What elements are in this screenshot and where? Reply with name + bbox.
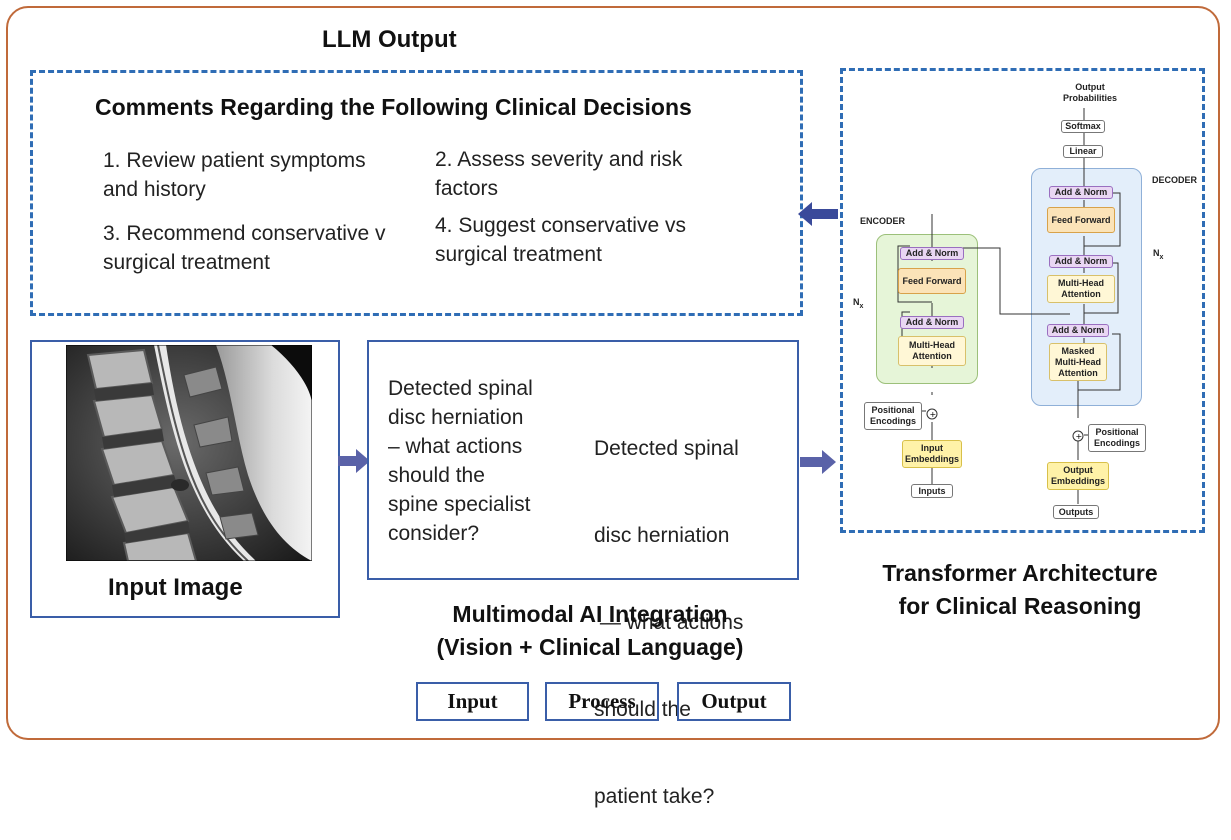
nx-text: N bbox=[853, 297, 860, 307]
decoder-masked-multi-head-attention: Masked Multi-Head Attention bbox=[1049, 343, 1107, 381]
nx-text: N bbox=[1153, 248, 1160, 258]
output-pill: Output bbox=[677, 682, 791, 721]
question-patient-line: — what actions bbox=[594, 611, 744, 634]
decision-1-line2: and history bbox=[103, 178, 206, 201]
question-patient-line: should the bbox=[594, 698, 691, 721]
decoder-label: DECODER bbox=[1152, 175, 1198, 185]
mri-image bbox=[66, 345, 312, 561]
enc-mha-line1: Multi-Head bbox=[909, 340, 955, 350]
question-patient-line: disc herniation bbox=[594, 524, 730, 547]
decision-2: 2. Assess severity and risk factors bbox=[435, 145, 682, 203]
process-pill: Process bbox=[545, 682, 659, 721]
question-specialist-line: disc herniation bbox=[388, 406, 524, 429]
question-patient-line: patient take? bbox=[594, 785, 715, 808]
decoder-feed-forward: Feed Forward bbox=[1047, 207, 1115, 233]
question-specialist-line: should the bbox=[388, 464, 485, 487]
outer-frame bbox=[6, 6, 1220, 740]
decoder-add-norm-1: Add & Norm bbox=[1047, 324, 1109, 337]
out-emb-line2: Embeddings bbox=[1050, 476, 1105, 486]
transformer-title-line1: Transformer Architecture bbox=[882, 560, 1158, 586]
linear-box: Linear bbox=[1063, 145, 1103, 158]
decision-4: 4. Suggest conservative vs surgical trea… bbox=[435, 211, 686, 269]
transformer-title: Transformer Architecture for Clinical Re… bbox=[850, 557, 1190, 623]
question-specialist-line: Detected spinal bbox=[388, 377, 533, 400]
arrow-process-to-transformer bbox=[800, 450, 836, 474]
encoder-add-norm-1: Add & Norm bbox=[900, 316, 964, 329]
svg-text:+: + bbox=[1076, 432, 1083, 441]
pos-line1: Positional bbox=[1095, 427, 1139, 437]
question-patient-line: Detected spinal bbox=[594, 437, 739, 460]
outputs-box: Outputs bbox=[1053, 505, 1099, 519]
decision-3-line1: 3. Recommend conservative v bbox=[103, 222, 386, 245]
inputs-box: Inputs bbox=[911, 484, 953, 498]
decision-4-line1: 4. Suggest conservative vs bbox=[435, 214, 686, 237]
question-specialist-line: – what actions bbox=[388, 435, 523, 458]
out-emb-line1: Output bbox=[1063, 465, 1093, 475]
question-specialist-line: spine specialist bbox=[388, 493, 531, 516]
masked-mha-line2: Multi-Head bbox=[1055, 356, 1101, 367]
in-emb-line1: Input bbox=[921, 443, 943, 453]
masked-mha-line3: Attention bbox=[1058, 367, 1098, 378]
svg-text:+: + bbox=[930, 410, 937, 419]
transformer-box bbox=[840, 68, 1205, 533]
decoder-nx: Nx bbox=[1153, 248, 1163, 261]
decision-1: 1. Review patient symptoms and history bbox=[103, 146, 366, 204]
question-specialist-line: consider? bbox=[388, 522, 480, 545]
decision-3-line2: surgical treatment bbox=[103, 251, 270, 274]
encoder-multi-head-attention: Multi-Head Attention bbox=[898, 336, 966, 366]
output-probabilities-line2: Probabilities bbox=[1062, 93, 1117, 103]
decision-3: 3. Recommend conservative v surgical tre… bbox=[103, 219, 385, 277]
pos-line2: Encodings bbox=[1093, 438, 1140, 448]
transformer-title-line2: for Clinical Reasoning bbox=[898, 593, 1142, 619]
pos-line2: Encodings bbox=[869, 416, 916, 426]
encoder-positional-encodings: Positional Encodings bbox=[864, 402, 922, 430]
decision-2-line2: factors bbox=[435, 177, 499, 200]
multimodal-title: Multimodal AI Integration (Vision + Clin… bbox=[420, 598, 760, 664]
output-probabilities-line1: Output bbox=[1075, 82, 1105, 92]
llm-output-box bbox=[30, 70, 803, 316]
decoder-positional-encodings: Positional Encodings bbox=[1088, 424, 1146, 452]
decision-1-line1: 1. Review patient symptoms bbox=[103, 149, 366, 172]
input-embeddings: Input Embeddings bbox=[902, 440, 962, 468]
output-embeddings: Output Embeddings bbox=[1047, 462, 1109, 490]
encoder-label: ENCODER bbox=[860, 216, 906, 226]
arrow-input-to-process bbox=[338, 449, 370, 473]
decoder-add-norm-3: Add & Norm bbox=[1049, 186, 1113, 199]
decoder-add-norm-2: Add & Norm bbox=[1049, 255, 1113, 268]
nx-sub: x bbox=[1159, 253, 1164, 261]
question-specialist: Detected spinal disc herniation – what a… bbox=[388, 374, 533, 548]
clinical-question-box bbox=[367, 340, 799, 580]
multimodal-title-line2: (Vision + Clinical Language) bbox=[436, 634, 744, 660]
input-pill: Input bbox=[416, 682, 529, 721]
transformer-connectors: + + bbox=[897, 108, 1121, 504]
encoder-add-norm-2: Add & Norm bbox=[900, 247, 964, 260]
comments-title: Comments Regarding the Following Clinica… bbox=[95, 94, 692, 120]
decision-2-line1: 2. Assess severity and risk bbox=[435, 148, 683, 171]
decoder-multi-head-attention: Multi-Head Attention bbox=[1047, 275, 1115, 303]
encoder-feed-forward: Feed Forward bbox=[898, 268, 966, 294]
softmax-box: Softmax bbox=[1061, 120, 1105, 133]
llm-output-title: LLM Output bbox=[322, 26, 457, 53]
pos-line1: Positional bbox=[871, 405, 915, 415]
decision-4-line2: surgical treatment bbox=[435, 243, 602, 266]
mha-line1: Multi-Head bbox=[1058, 278, 1104, 288]
arrow-transformer-to-output bbox=[798, 202, 838, 226]
output-probabilities-label: Output Probabilities bbox=[1058, 82, 1122, 104]
multimodal-title-line1: Multimodal AI Integration bbox=[452, 601, 728, 627]
encoder-nx: Nx bbox=[853, 297, 863, 310]
enc-mha-line2: Attention bbox=[912, 351, 952, 361]
nx-sub: x bbox=[859, 302, 864, 310]
masked-mha-line1: Masked bbox=[1061, 345, 1095, 356]
mha-line2: Attention bbox=[1061, 289, 1101, 299]
input-image-label: Input Image bbox=[108, 574, 243, 601]
in-emb-line2: Embeddings bbox=[904, 454, 959, 464]
